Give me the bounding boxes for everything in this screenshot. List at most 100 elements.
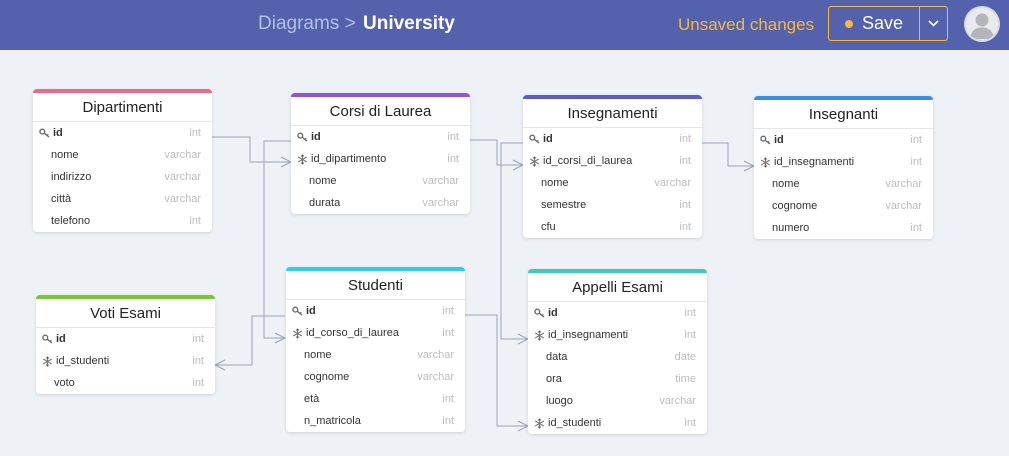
field-name: voto [54,377,75,389]
save-options-dropdown[interactable] [920,7,947,40]
field-name: id [543,133,553,145]
field-type: int [192,333,204,345]
user-icon [970,13,994,39]
field-row-indirizzo[interactable]: indirizzo varchar [33,166,212,188]
table-title[interactable]: Studenti [286,271,465,300]
field-name: semestre [541,199,587,211]
field-type: date [674,351,696,363]
field-type: varchar [422,197,459,209]
field-type: int [679,199,691,211]
field-type: int [684,417,696,429]
field-type: time [675,373,696,385]
save-button[interactable]: Save [829,7,920,40]
snowflake-icon [759,157,772,168]
field-row-eta[interactable]: età int [286,388,465,410]
table-title[interactable]: Voti Esami [36,299,215,328]
field-type: varchar [164,193,201,205]
field-name: cognome [772,200,818,212]
field-name: id_studenti [548,417,602,429]
field-row-id[interactable]: id int [523,128,702,150]
save-button-label: Save [861,13,904,33]
key-icon [528,134,541,144]
table-title[interactable]: Appelli Esami [528,273,707,302]
table-title[interactable]: Corsi di Laurea [291,97,470,126]
field-name: indirizzo [51,171,92,183]
field-name: ora [546,373,562,385]
unsaved-changes-status: Unsaved changes [678,15,815,34]
field-name: id [548,307,558,319]
field-type: int [910,156,922,168]
field-name: cfu [541,221,556,233]
table-title[interactable]: Insegnanti [754,100,933,129]
field-row-id-dipartimento[interactable]: id_dipartimento int [291,148,470,170]
field-type: int [910,222,922,234]
unsaved-dot-icon [844,19,853,28]
user-avatar[interactable] [964,6,1000,42]
field-type: int [679,133,691,145]
field-name: id_corso_di_laurea [306,327,399,339]
field-type: varchar [417,371,454,383]
field-row-voto[interactable]: voto int [36,372,215,394]
field-name: luogo [546,395,573,407]
field-row-nome[interactable]: nome varchar [291,170,470,192]
field-row-durata[interactable]: durata varchar [291,192,470,214]
field-name: nome [309,175,337,187]
field-name: id_dipartimento [311,153,387,165]
snowflake-icon [528,156,541,167]
field-name: id [53,127,63,139]
key-icon [759,135,772,145]
field-name: nome [772,178,800,190]
field-type: varchar [422,175,459,187]
key-icon [291,306,304,316]
field-type: int [192,377,204,389]
field-row-ora[interactable]: ora time [528,368,707,390]
field-type: int [442,393,454,405]
field-type: int [447,153,459,165]
table-title[interactable]: Dipartimenti [33,93,212,122]
field-type: varchar [164,149,201,161]
field-type: int [189,215,201,227]
field-row-semestre[interactable]: semestre int [523,194,702,216]
table-title[interactable]: Insegnamenti [523,99,702,128]
field-type: varchar [164,171,201,183]
field-name: età [304,393,320,405]
field-name: id_insegnamenti [548,329,629,341]
field-name: durata [309,197,341,209]
field-name: id [311,131,321,143]
save-button-group: Save [828,6,948,41]
chevron-down-icon [928,20,939,27]
field-row-id-studenti[interactable]: id_studenti int [528,412,707,434]
breadcrumb-diagrams-link[interactable]: Diagrams > [258,13,356,34]
